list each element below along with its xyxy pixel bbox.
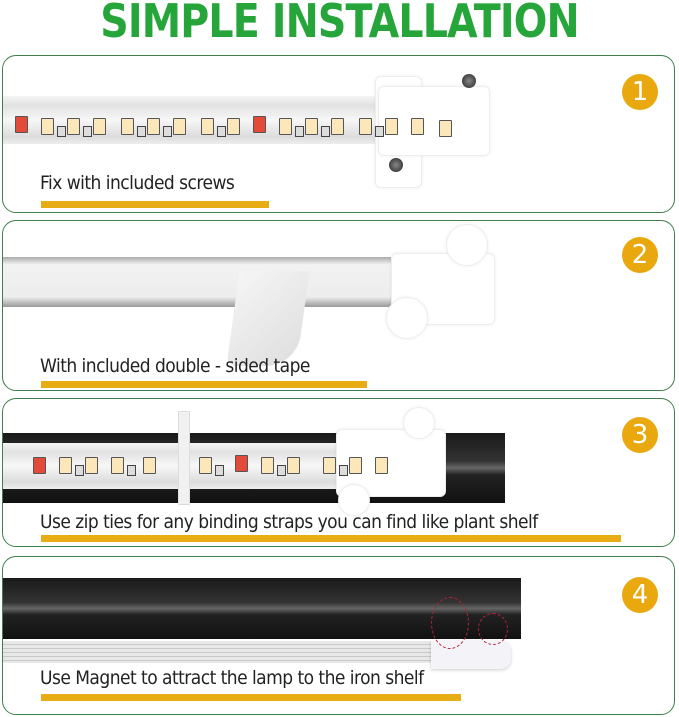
zip-tie-image	[3, 399, 603, 546]
step-caption: Fix with included screws	[40, 172, 235, 194]
caption-underline	[41, 694, 461, 701]
page-title: SIMPLE INSTALLATION	[100, 0, 579, 48]
caption-underline	[41, 381, 367, 388]
magnet-highlight-circle	[478, 613, 508, 645]
screw-icon	[462, 74, 476, 88]
step-number-badge: 4	[622, 577, 658, 613]
caption-underline	[41, 201, 269, 208]
step-number-badge: 3	[622, 417, 658, 453]
zip-tie	[178, 411, 190, 505]
step-panel-4: 4 Use Magnet to attract the lamp to the …	[2, 556, 675, 715]
caption-underline	[41, 535, 621, 542]
step-number-badge: 2	[622, 237, 658, 273]
magnet-highlight-circle	[431, 597, 469, 649]
step-caption: Use Magnet to attract the lamp to the ir…	[40, 667, 424, 689]
led-strip-image	[3, 56, 603, 212]
screw-icon	[389, 158, 403, 172]
magnet-image	[3, 557, 603, 714]
step-number-badge: 1	[622, 74, 658, 110]
step-caption: Use zip ties for any binding straps you …	[40, 511, 538, 533]
step-panel-2: 2 With included double - sided tape	[2, 220, 675, 391]
step-panel-3: 3 Use zip ties for any binding straps yo…	[2, 398, 675, 547]
step-panel-1: 1 Fix with included screws	[2, 55, 675, 213]
step-caption: With included double - sided tape	[40, 355, 310, 377]
aluminum-channel-image	[3, 221, 603, 390]
